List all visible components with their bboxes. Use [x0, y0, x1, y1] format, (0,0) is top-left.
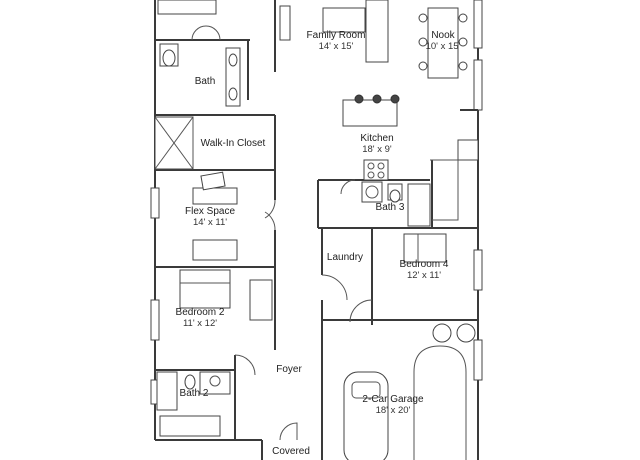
- kitchen-name: Kitchen: [360, 133, 394, 144]
- nook-dim: 10' x 15': [425, 41, 461, 52]
- foyer-name: Foyer: [276, 364, 302, 375]
- family-room-furniture: [279, 0, 389, 63]
- flex-space-name: Flex Space: [184, 206, 236, 217]
- bedroom4-dim: 12' x 11': [406, 270, 442, 281]
- door-swings: [191, 25, 373, 441]
- kitchen-label: Kitchen 18' x 9': [350, 133, 404, 155]
- bath3-fixtures: [361, 181, 431, 227]
- bath3-label: Bath 3: [370, 202, 410, 213]
- laundry-label: Laundry: [322, 252, 368, 263]
- bath3-name: Bath 3: [375, 202, 405, 213]
- family-room-name: Family Room: [306, 30, 366, 41]
- bedroom2-dim: 11' x 12': [182, 318, 218, 329]
- bedroom4-name: Bedroom 4: [399, 259, 449, 270]
- closet-fixtures: [154, 116, 194, 170]
- laundry-name: Laundry: [326, 252, 364, 263]
- flex-space-dim: 14' x 11': [192, 217, 228, 228]
- covered-label: Covered: [266, 446, 316, 457]
- kitchen-fixtures: [342, 94, 479, 221]
- flex-space-label: Flex Space 14' x 11': [178, 206, 242, 228]
- nook-label: Nook 10' x 15': [418, 30, 468, 52]
- bath2-label: Bath 2: [174, 388, 214, 399]
- garage-dim: 18' x 20': [375, 405, 411, 416]
- walk-in-closet-name: Walk-In Closet: [200, 138, 266, 149]
- family-room-label: Family Room 14' x 15': [300, 30, 372, 52]
- bedroom2-bed: [179, 269, 273, 321]
- bath-name: Bath: [194, 76, 216, 87]
- bath2-name: Bath 2: [179, 388, 209, 399]
- nook-name: Nook: [431, 30, 455, 41]
- foyer-label: Foyer: [270, 364, 308, 375]
- nook-table: [418, 7, 468, 79]
- flex-furniture: [192, 171, 238, 261]
- family-room-dim: 14' x 15': [318, 41, 354, 52]
- bath-fixtures: [157, 0, 241, 107]
- kitchen-dim: 18' x 9': [362, 144, 392, 155]
- garage-fixtures: [343, 323, 476, 460]
- bedroom4-bed: [403, 233, 447, 263]
- bedroom4-label: Bedroom 4 12' x 11': [392, 259, 456, 281]
- bedroom2-name: Bedroom 2: [175, 307, 225, 318]
- covered-name: Covered: [272, 446, 310, 457]
- bedroom2-label: Bedroom 2 11' x 12': [168, 307, 232, 329]
- garage-name: 2-Car Garage: [362, 394, 424, 405]
- bath-label: Bath: [188, 76, 222, 87]
- walk-in-closet-label: Walk-In Closet: [194, 138, 272, 149]
- bath2-fixtures: [156, 371, 231, 437]
- garage-label: 2-Car Garage 18' x 20': [352, 394, 434, 416]
- interior-walls: [155, 0, 478, 440]
